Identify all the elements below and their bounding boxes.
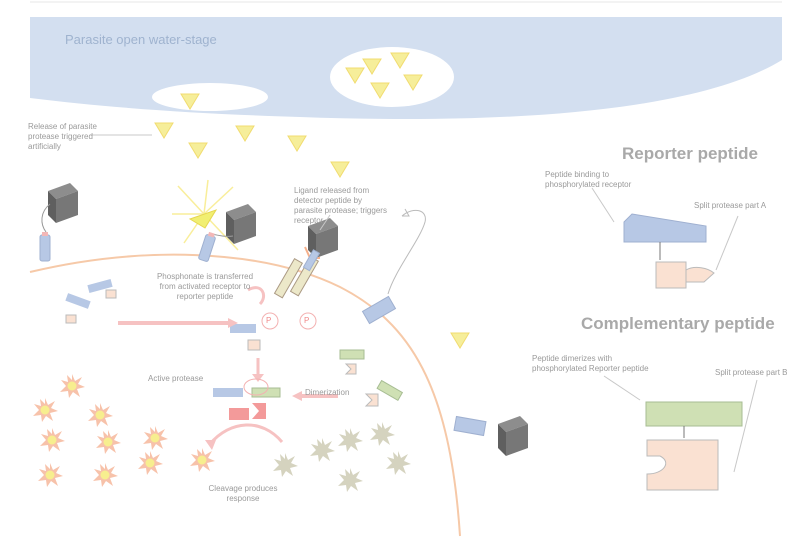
ligand-label: Ligand released from detector peptide by…	[294, 186, 387, 225]
response-stars	[33, 374, 215, 487]
burst-triangle	[188, 209, 218, 229]
curl-arrow	[247, 286, 265, 306]
cleavage-label: Cleavage produces response	[208, 484, 278, 503]
phospho-1-symbol: P	[266, 316, 272, 325]
split-b-label: Split protease part B	[715, 368, 788, 377]
phospho-1-circle	[261, 312, 279, 330]
dimerizes-label: Peptide dimerizes with phosphorylated Re…	[532, 354, 649, 373]
active-protease-complex	[205, 358, 284, 450]
cell-membrane	[29, 253, 461, 537]
parasite-cluster	[330, 47, 454, 107]
phospho-2-symbol: P	[304, 316, 310, 325]
ligand-leader	[319, 214, 331, 231]
water-bubble	[152, 83, 268, 111]
complementary-peptide-illustration	[603, 375, 758, 491]
reporter-binding-label: Peptide binding to phosphorylated recept…	[545, 170, 632, 189]
water-stage-label: Parasite open water-stage	[65, 32, 217, 47]
complementary-title: Complementary peptide	[581, 314, 775, 333]
dimerization-pieces	[292, 349, 404, 407]
reporter-title: Reporter peptide	[622, 144, 759, 163]
transfer-arrowhead	[228, 318, 238, 328]
phospho-2-circle	[299, 312, 317, 330]
reporter-peptides	[65, 279, 261, 351]
reporter-peptide-illustration	[591, 187, 739, 289]
active-protease-label: Active protease	[148, 374, 204, 383]
release-label: Release of parasite protease triggered a…	[28, 122, 97, 151]
inactive-stars	[273, 422, 411, 492]
phosphonate-label: Phosphonate is transferred from activate…	[156, 272, 254, 301]
dimerization-label: Dimerization	[305, 388, 350, 397]
split-a-label: Split protease part A	[694, 201, 767, 210]
membrane-receptors	[39, 183, 528, 456]
